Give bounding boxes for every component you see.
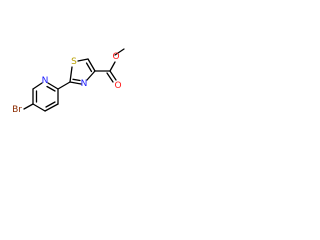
atom-pyridine-nitrogen: N (42, 76, 49, 86)
atom-thiazole-sulfur: S (71, 57, 77, 67)
bond-c4-c5 (44, 103, 59, 112)
bond-n3-tc2-inner (72, 78, 81, 82)
bond-carbonyl-c-o-inner (106, 72, 114, 83)
bond-c6-n1-inner (46, 85, 56, 92)
bond-tc2-s1 (69, 66, 73, 83)
bond-s1-tc5 (77, 58, 89, 62)
bond-tc5-tc4-inner (85, 62, 93, 73)
bond-carbonyl-c-ester-o (109, 61, 116, 72)
bond-tc4-n3 (86, 70, 96, 81)
bond-c3-br (23, 103, 34, 110)
bond-n3-tc2 (69, 81, 82, 85)
bond-pyridine-thiazole (57, 81, 71, 90)
bond-c4-c5-inner (45, 101, 56, 108)
atom-labels: Br N S N O O (12, 52, 121, 115)
atom-thiazole-nitrogen: N (81, 79, 88, 89)
bond-c6-n1 (47, 82, 59, 90)
bond-ester-o-methyl (114, 48, 125, 56)
bond-tc5-tc4 (87, 58, 96, 72)
bond-carbonyl-c-o (109, 70, 117, 81)
atom-carbonyl-oxygen: O (114, 81, 121, 91)
atom-bromine: Br (12, 105, 22, 115)
bond-c3-c4 (32, 103, 46, 112)
molecule-structure: Br N S N O O (12, 48, 125, 115)
bond-n1-c2 (32, 82, 43, 90)
bonds (23, 48, 125, 112)
atom-ester-oxygen: O (112, 52, 119, 62)
